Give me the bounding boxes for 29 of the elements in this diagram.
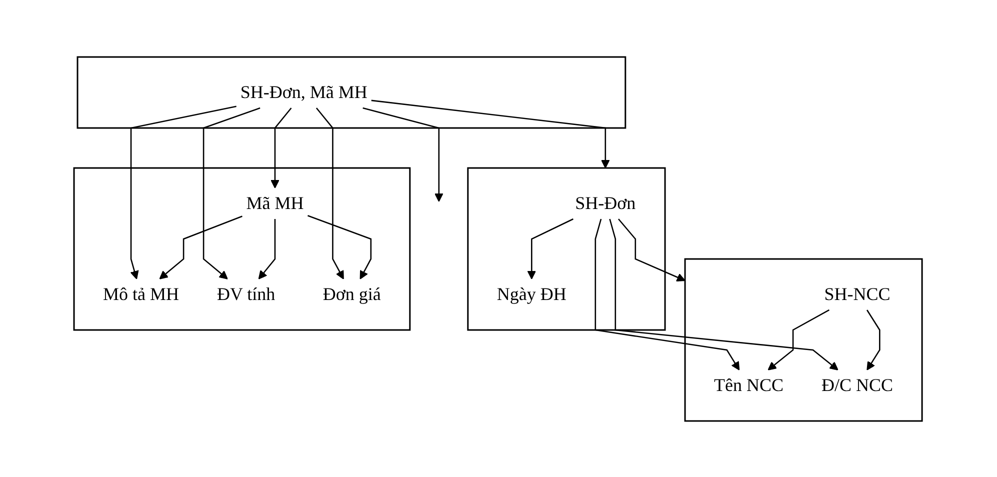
group-box <box>77 56 627 128</box>
attribute-label: ĐV tính <box>217 284 276 304</box>
group-box <box>684 258 924 422</box>
arrow <box>258 218 276 279</box>
group-box <box>74 166 412 330</box>
attribute-label: Ngày ĐH <box>497 284 567 304</box>
attribute-label: SH-Đơn <box>576 192 636 212</box>
attribute-label: Mô tả MH <box>103 284 180 304</box>
arrow <box>372 99 610 168</box>
arrow <box>595 218 740 370</box>
attribute-label: SH-NCC <box>824 284 891 304</box>
arrow <box>768 308 830 370</box>
attribute-label: Tên NCC <box>714 374 784 394</box>
attribute-label: SH-Đơn, Mã MH <box>240 82 368 102</box>
arrow <box>363 106 444 202</box>
arrow <box>308 214 372 279</box>
attribute-label: Đ/C NCC <box>822 374 894 394</box>
arrow <box>271 107 292 188</box>
arrow <box>160 215 243 279</box>
attribute-label: Đơn giá <box>323 284 382 304</box>
arrow <box>203 106 261 279</box>
arrow <box>316 107 344 279</box>
arrow <box>866 309 881 370</box>
arrow <box>610 218 839 370</box>
group-box <box>468 166 666 330</box>
arrow <box>130 105 237 279</box>
attribute-label: Mã MH <box>246 192 304 212</box>
arrow <box>528 218 574 279</box>
arrow <box>618 218 686 281</box>
